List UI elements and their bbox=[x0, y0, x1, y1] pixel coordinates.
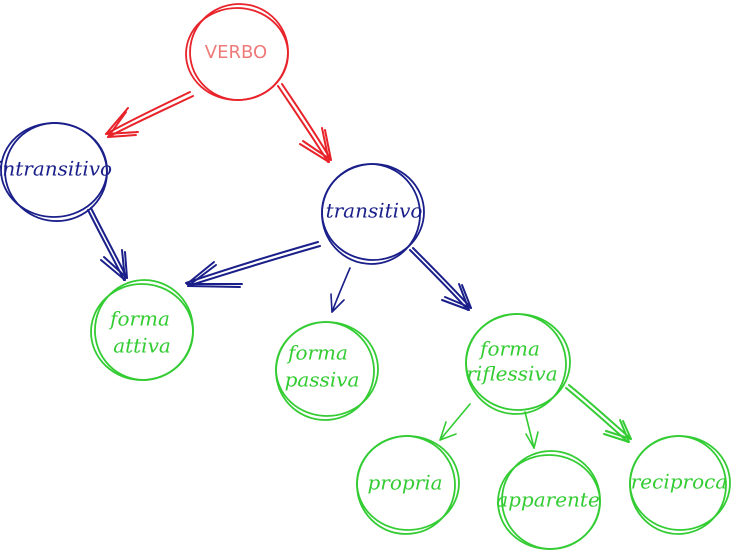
edge-transitivo-forma-attiva bbox=[185, 241, 321, 288]
node-label-forma-attiva-2: attiva bbox=[113, 334, 171, 358]
edge-verbo-intransitivo bbox=[105, 91, 194, 138]
node-label-reciproca: reciproca bbox=[631, 470, 728, 494]
edge-transitivo-forma-passiva bbox=[330, 267, 351, 313]
edges bbox=[87, 83, 632, 449]
node-propria: propria bbox=[356, 435, 460, 535]
node-intransitivo: intransitivo bbox=[0, 122, 112, 222]
node-forma-passiva: forma passiva bbox=[275, 321, 379, 421]
node-verbo: VERBO bbox=[185, 3, 289, 101]
node-transitivo: transitivo bbox=[321, 163, 425, 265]
edge-transitivo-forma-riflessiva bbox=[409, 247, 472, 311]
node-forma-riflessiva: forma riflessiva bbox=[465, 313, 571, 415]
node-apparente: apparente bbox=[496, 450, 601, 550]
edge-riflessiva-propria bbox=[439, 403, 471, 441]
node-label-forma-attiva-1: forma bbox=[108, 307, 170, 331]
node-label-forma-passiva-1: forma bbox=[286, 341, 348, 365]
node-label-intransitivo: intransitivo bbox=[0, 157, 112, 181]
edge-riflessiva-reciproca bbox=[565, 384, 632, 443]
edge-verbo-transitivo bbox=[277, 83, 332, 163]
node-label-apparente: apparente bbox=[496, 488, 600, 512]
edge-intransitivo-forma-attiva bbox=[87, 207, 128, 281]
node-forma-attiva: forma attiva bbox=[90, 279, 194, 381]
edge-riflessiva-apparente bbox=[524, 411, 539, 449]
node-reciproca: reciproca bbox=[629, 435, 731, 535]
node-label-verbo: VERBO bbox=[205, 42, 267, 63]
node-label-forma-passiva-2: passiva bbox=[285, 368, 360, 392]
node-label-propria: propria bbox=[367, 471, 442, 495]
node-label-forma-riflessiva-2: riflessiva bbox=[466, 362, 557, 386]
node-label-forma-riflessiva-1: forma bbox=[478, 337, 540, 361]
node-label-transitivo: transitivo bbox=[326, 199, 423, 223]
